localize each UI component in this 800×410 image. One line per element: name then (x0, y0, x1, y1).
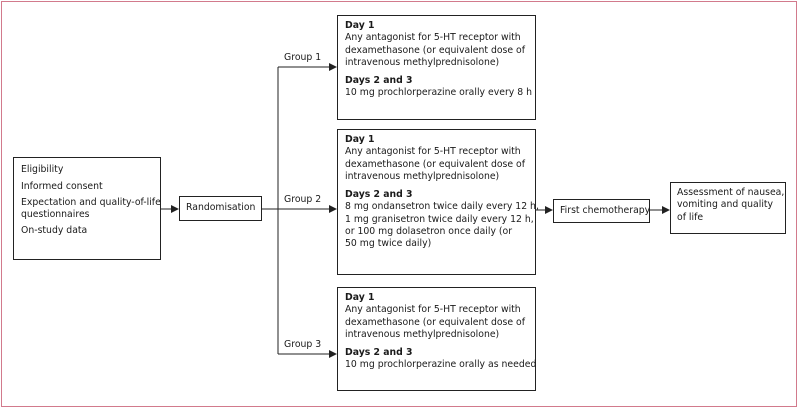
day1-line: dexamethasone (or equivalent dose of (345, 316, 526, 328)
randomisation-box: Randomisation (179, 196, 262, 221)
questionnaire-item-line-1: Expectation and quality-of-life (21, 197, 161, 208)
day1-heading: Day 1 (345, 20, 375, 31)
group-3-label: Group 3 (284, 339, 322, 350)
day1-line: dexamethasone (or equivalent dose of (345, 44, 526, 56)
day1-line: Any antagonist for 5-HT receptor with (345, 304, 521, 316)
day1-line: dexamethasone (or equivalent dose of (345, 158, 526, 170)
day1-line: intravenous methylprednisolone) (345, 56, 500, 68)
assessment-line: Assessment of nausea, (677, 187, 785, 198)
assessment-line: vomiting and quality (677, 199, 774, 211)
day1-line: intravenous methylprednisolone) (345, 328, 500, 340)
day1-heading: Day 1 (345, 134, 375, 145)
group-2-label: Group 2 (284, 194, 322, 205)
days23-heading: Days 2 and 3 (345, 75, 413, 87)
days23-heading: Days 2 and 3 (345, 189, 413, 201)
randomisation-label: Randomisation (186, 202, 256, 213)
day1-heading: Day 1 (345, 292, 375, 303)
assessment-box: Assessment of nausea, vomiting and quali… (670, 182, 786, 234)
group-1-label: Group 1 (284, 52, 322, 63)
days23-line: 1 mg granisetron twice daily every 12 h, (345, 213, 534, 225)
day1-line: Any antagonist for 5-HT receptor with (345, 32, 521, 44)
days23-line: 8 mg ondansetron twice daily every 12 h, (345, 201, 539, 213)
first-chemotherapy-box: First chemotherapy (553, 199, 650, 223)
on-study-data-item: On-study data (21, 225, 88, 236)
eligibility-box: Eligibility Informed consent Expectation… (13, 157, 161, 260)
day1-line: intravenous methylprednisolone) (345, 170, 500, 182)
days23-line: or 100 mg dolasetron once daily (or (345, 226, 513, 238)
assessment-line: of life (677, 211, 704, 223)
day1-line: Any antagonist for 5-HT receptor with (345, 146, 521, 158)
days23-line: 10 mg prochlorperazine orally every 8 h (345, 87, 532, 99)
first-chemotherapy-label: First chemotherapy (560, 205, 651, 216)
informed-consent-item: Informed consent (21, 180, 103, 192)
days23-line: 10 mg prochlorperazine orally as needed (345, 359, 537, 371)
questionnaire-item-line-2: questionnaires (21, 208, 90, 220)
eligibility-item: Eligibility (21, 164, 64, 175)
group-3-box: Day 1 Any antagonist for 5-HT receptor w… (337, 287, 536, 391)
days23-line: 50 mg twice daily) (345, 238, 432, 250)
group-2-box: Day 1 Any antagonist for 5-HT receptor w… (337, 129, 539, 275)
days23-heading: Days 2 and 3 (345, 347, 413, 359)
group-1-box: Day 1 Any antagonist for 5-HT receptor w… (337, 15, 536, 120)
